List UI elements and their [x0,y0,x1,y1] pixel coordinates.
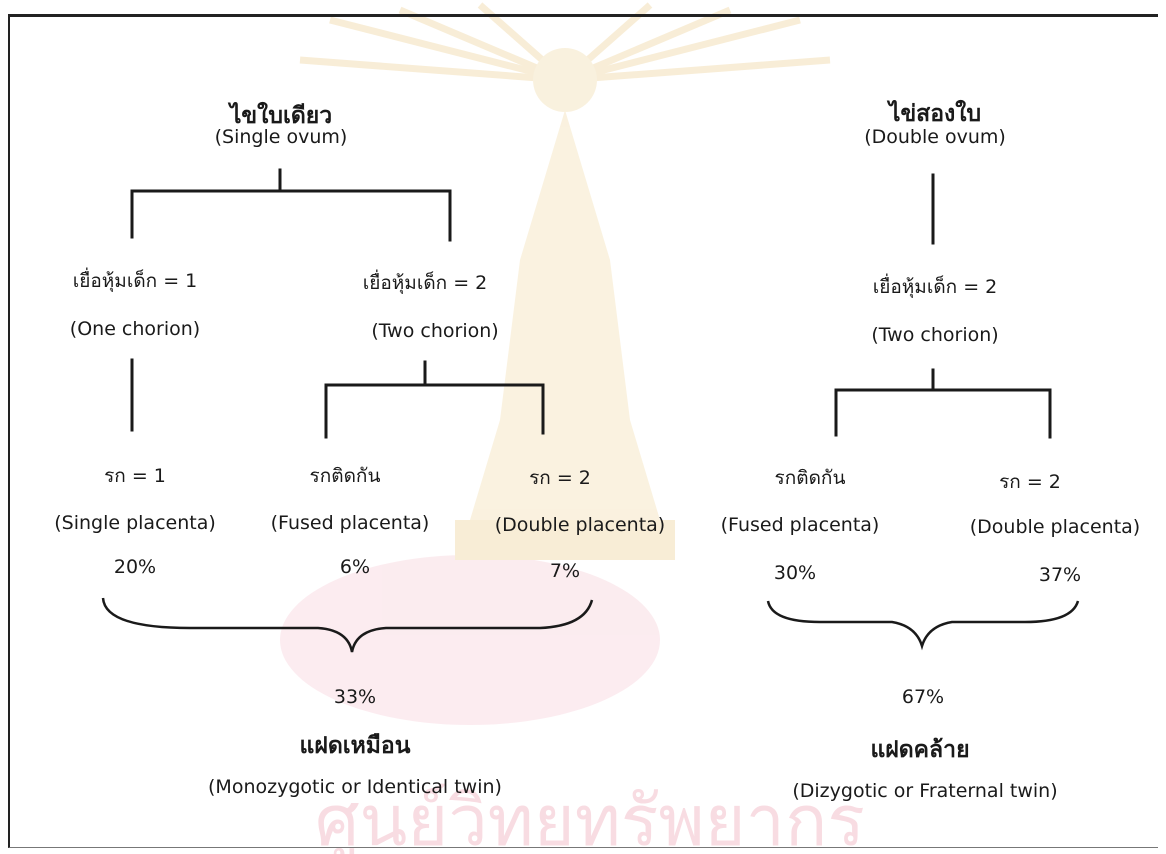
single-ovum-eng: (Single ovum) [214,126,348,148]
one-chorion-thai: เยื่อหุ้มเด็ก = 1 [72,270,198,292]
fused-placenta-pct-double: 30% [773,562,817,584]
fused-placenta-pct-single: 6% [339,556,371,578]
two-chorion-thai-double: เยื่อหุ้มเด็ก = 2 [872,276,998,298]
two-chorion-eng-double: (Two chorion) [871,324,999,346]
single-ovum-thai: ไขใบเดียว [229,103,333,129]
single-placenta-thai: รก = 1 [104,465,166,487]
double-placenta-eng-double: (Double placenta) [969,516,1141,538]
double-placenta-eng-single: (Double placenta) [494,514,666,536]
two-chorion-thai-single: เยื่อหุ้มเด็ก = 2 [362,272,488,294]
double-ovum-eng: (Double ovum) [864,126,1006,148]
single-placenta-eng: (Single placenta) [54,512,216,534]
one-chorion-eng: (One chorion) [69,318,201,340]
monozygotic-brace [101,597,594,653]
fused-placenta-eng-double: (Fused placenta) [720,514,880,536]
dizygotic-eng: (Dizygotic or Fraternal twin) [792,780,1058,802]
monozygotic-eng: (Monozygotic or Identical twin) [208,776,502,798]
double-placenta-pct-double: 37% [1038,564,1082,586]
monozygotic-total-pct: 33% [333,686,377,708]
double-placenta-thai-double: รก = 2 [999,471,1061,493]
fused-placenta-thai-single: รกติดกัน [309,465,381,487]
double-ovum-thai: ไข่สองใบ [888,101,982,127]
monozygotic-thai: แฝดเหมือน [299,733,411,759]
diagram-frame [8,14,1158,848]
fused-placenta-eng-single: (Fused placenta) [270,512,430,534]
fused-placenta-thai-double: รกติดกัน [774,467,846,489]
dizygotic-brace [766,600,1080,651]
dizygotic-total-pct: 67% [901,686,945,708]
dizygotic-thai: แฝดคล้าย [870,737,970,763]
double-placenta-pct-single: 7% [549,560,581,582]
two-chorion-eng-single: (Two chorion) [371,320,499,342]
single-placenta-pct: 20% [113,556,157,578]
double-placenta-thai-single: รก = 2 [529,467,591,489]
